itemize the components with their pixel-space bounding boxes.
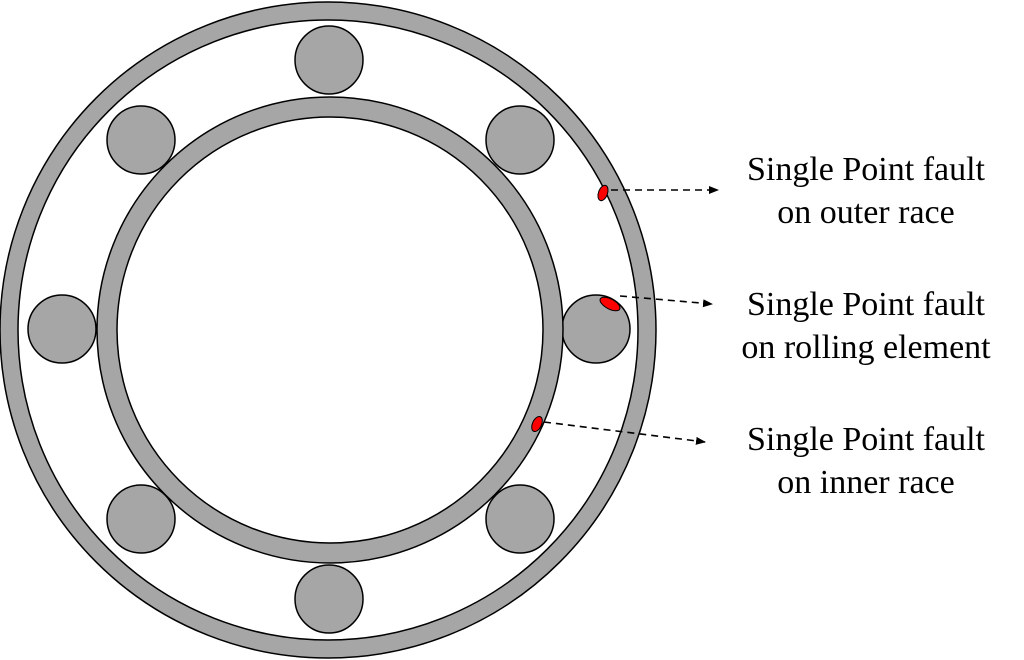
rolling-element-bottom-right <box>485 484 555 554</box>
rolling-elements <box>27 25 631 634</box>
rolling-element-right <box>561 294 631 364</box>
rolling-element-left <box>27 294 97 364</box>
rolling-element-fault-label-line1: Single Point fault <box>747 286 985 323</box>
outer-race-fault-mark <box>597 184 609 202</box>
rolling-element-top-left <box>106 105 176 175</box>
rolling-element-fault-label-line2: on rolling element <box>741 329 991 366</box>
inner-race-fault-label-line2: on inner race <box>777 464 955 501</box>
rolling-element-arrow <box>619 295 713 308</box>
inner-race-fault-label: Single Point fault on inner race <box>708 418 1024 504</box>
inner-race-fault-mark <box>531 416 543 432</box>
outer-race-fault-label: Single Point fault on outer race <box>708 148 1024 234</box>
rolling-element-top <box>294 25 364 95</box>
rolling-element-bottom-left <box>106 484 176 554</box>
inner-race-fault-label-line1: Single Point fault <box>747 421 985 458</box>
rolling-element-fault-label: Single Point fault on rolling element <box>708 283 1024 369</box>
outer-race-fault-label-line1: Single Point fault <box>747 151 985 188</box>
inner-race-arrow <box>543 421 706 445</box>
inner-race <box>96 96 564 564</box>
outer-race <box>0 1 657 659</box>
rolling-element-top-right <box>485 105 555 175</box>
rolling-element-fault-mark <box>599 296 621 312</box>
rolling-element-bottom <box>294 564 364 634</box>
outer-race-fault-label-line2: on outer race <box>777 194 955 231</box>
